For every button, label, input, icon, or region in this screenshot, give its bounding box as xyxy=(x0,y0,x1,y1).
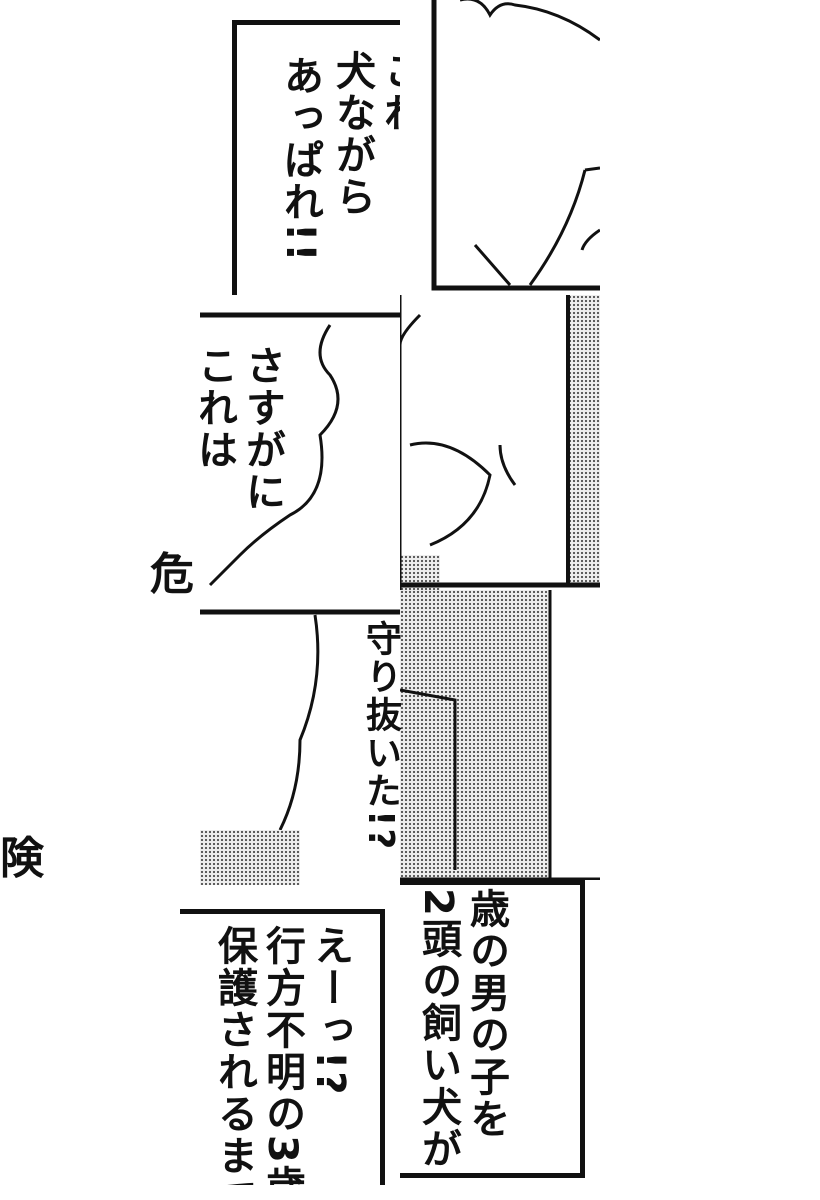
bubble-line-1: さすがに xyxy=(239,345,285,513)
caption-left-line-2: 行方不明の3歳 xyxy=(259,925,305,1185)
caption-box xyxy=(232,20,400,295)
character-drawing xyxy=(400,295,600,590)
caption-line-2: 犬ながら xyxy=(329,50,375,218)
bubble-outline xyxy=(200,312,400,587)
character-drawing xyxy=(400,590,600,885)
caption-panel-left: えーっ!? 行方不明の3歳 保護されるまで xyxy=(180,885,400,1185)
shout-text: 守り抜いた!? xyxy=(360,620,401,852)
character-panel-top xyxy=(400,0,600,295)
caption-panel-top: これ 犬ながら あっぱれ!! xyxy=(200,0,400,295)
caption-right-line-1: 歳の男の子を xyxy=(463,888,509,1140)
bubble-line-2: これは xyxy=(200,345,237,471)
caption-left-line-1: えーっ!? xyxy=(307,925,353,1097)
caption-panel-right: 歳の男の子を 2頭の飼い犬が xyxy=(400,880,600,1185)
character-shaded-panel xyxy=(400,590,600,885)
character-drawing xyxy=(431,0,600,291)
bubble-outline xyxy=(200,609,400,831)
speech-bubble-panel: さすがに これは xyxy=(200,295,400,590)
caption-left-line-3: 保護されるまで xyxy=(211,925,257,1185)
caption-right-line-2: 2頭の飼い犬が xyxy=(415,888,461,1170)
caption-box xyxy=(180,909,385,1185)
caption-line-partial: これ xyxy=(377,50,400,134)
danger-text-fragment: 険 xyxy=(0,833,44,884)
wall-panel xyxy=(400,295,600,590)
caption-line-3: あっぱれ!! xyxy=(277,55,323,264)
danger-text-fragment: 危 xyxy=(150,549,194,600)
caption-box xyxy=(400,880,585,1178)
